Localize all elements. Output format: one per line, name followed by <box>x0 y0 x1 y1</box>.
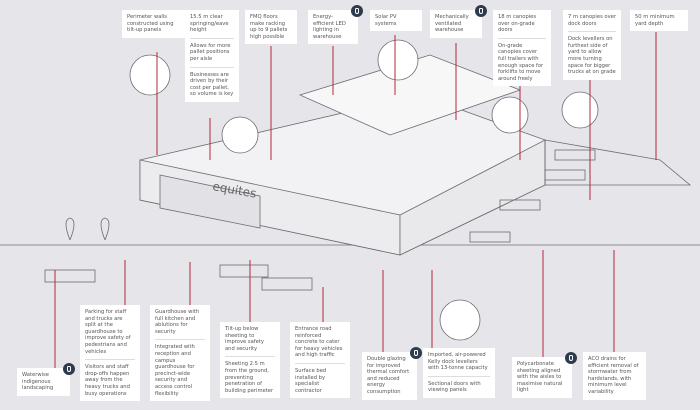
top-callout: 50 m minimum yard depth <box>630 10 688 32</box>
office-block <box>159 174 261 229</box>
detail-circle-dock <box>561 91 599 129</box>
divider <box>225 356 275 358</box>
callout-text: Integrated with reception and campus gua… <box>155 344 195 397</box>
detail-circle-walls <box>129 54 171 96</box>
callout-text: Perimeter walls constructed using tilt-u… <box>127 14 174 34</box>
callout-text: Tilt-up below sheeting to improve safety… <box>225 326 264 352</box>
bottom-callout: Double glazing for improved thermal comf… <box>362 352 417 400</box>
bottom-callout: Imported, air-powered Kelly dock levelle… <box>423 348 495 398</box>
sustainability-icon <box>410 347 422 359</box>
truck <box>499 199 541 211</box>
callout-text: Allows for more pallet positions per ais… <box>190 42 231 62</box>
truck <box>261 277 313 291</box>
callout-text: Visitors and staff drop-offs happen away… <box>85 364 130 397</box>
callout-text: Sheeting 2.5 m from the ground, preventi… <box>225 361 274 394</box>
callout-text: Double glazing for improved thermal comf… <box>367 356 410 395</box>
callout-text: Waterwise indigenous landscaping <box>22 372 54 392</box>
callout-text: On-grade canopies cover full trailers wi… <box>498 42 544 82</box>
callout-text: 18 m canopies over on-grade doors <box>498 14 537 34</box>
callout-text: 15.5 m clear springing/eave height <box>190 14 229 34</box>
callout-text: Entrance road reinforced concrete to cat… <box>295 326 343 359</box>
truck <box>544 169 586 181</box>
detail-circle-leveller <box>439 299 481 341</box>
divider <box>190 37 234 39</box>
divider <box>568 31 616 33</box>
top-callout: Solar PV systems <box>370 10 422 32</box>
sustainability-icon <box>351 5 363 17</box>
sustainability-icon <box>63 363 75 375</box>
callout-text: ACO drains for efficient removal of stor… <box>588 356 639 395</box>
divider <box>498 37 546 39</box>
divider <box>190 66 234 68</box>
truck <box>554 149 596 161</box>
callout-text: 7 m canopies over dock doors <box>568 14 616 27</box>
callout-text: Energy-efficient LED lighting in warehou… <box>313 14 346 40</box>
callout-text: Surface bed installed by specialist cont… <box>295 367 327 394</box>
detail-circle-canopy <box>221 116 259 154</box>
callout-text: Solar PV systems <box>375 14 397 27</box>
divider <box>295 362 345 364</box>
callout-text: FMQ floors make racking up to 9 pallets … <box>250 14 288 40</box>
top-callout: Energy-efficient LED lighting in warehou… <box>308 10 358 45</box>
top-callout: Mechanically ventilated warehouse <box>430 10 482 38</box>
truck <box>44 269 96 283</box>
callout-text: Parking for staff and trucks are split a… <box>85 309 131 355</box>
sustainability-icon <box>475 5 487 17</box>
top-callout: FMQ floors make racking up to 9 pallets … <box>245 10 297 45</box>
bottom-callout: Tilt-up below sheeting to improve safety… <box>220 322 280 399</box>
detail-circle-canopies <box>491 96 529 134</box>
bottom-callout: Parking for staff and trucks are split a… <box>80 305 140 402</box>
bottom-callout: ACO drains for efficient removal of stor… <box>583 352 646 400</box>
callout-text: Polycarbonate sheeting aligned with the … <box>517 361 563 394</box>
divider <box>428 375 490 377</box>
top-callout: Perimeter walls constructed using tilt-u… <box>122 10 186 38</box>
bottom-callout: Polycarbonate sheeting aligned with the … <box>512 357 572 398</box>
sustainability-icon <box>565 352 577 364</box>
divider <box>155 339 205 341</box>
callout-text: Mechanically ventilated warehouse <box>435 14 469 34</box>
trees <box>65 217 110 241</box>
callout-text: Businesses are driven by their cost per … <box>190 71 234 98</box>
divider <box>85 359 135 361</box>
callout-text: Imported, air-powered Kelly dock levelle… <box>428 352 488 372</box>
callout-text: 50 m minimum yard depth <box>635 14 675 27</box>
callout-leaders <box>54 32 657 368</box>
bottom-callout: Waterwise indigenous landscaping <box>17 368 70 396</box>
truck <box>219 264 269 278</box>
truck <box>469 231 511 243</box>
callout-text: Guardhouse with full kitchen and ablutio… <box>155 309 200 335</box>
bottom-callout: Guardhouse with full kitchen and ablutio… <box>150 305 210 402</box>
yard <box>544 139 692 186</box>
bottom-callout: Entrance road reinforced concrete to cat… <box>290 322 350 399</box>
detail-circle-solar <box>377 39 419 81</box>
callout-text: Dock levellers on furthest side of yard … <box>568 36 616 76</box>
callout-text: Sectional doors with viewing panels <box>428 380 481 394</box>
